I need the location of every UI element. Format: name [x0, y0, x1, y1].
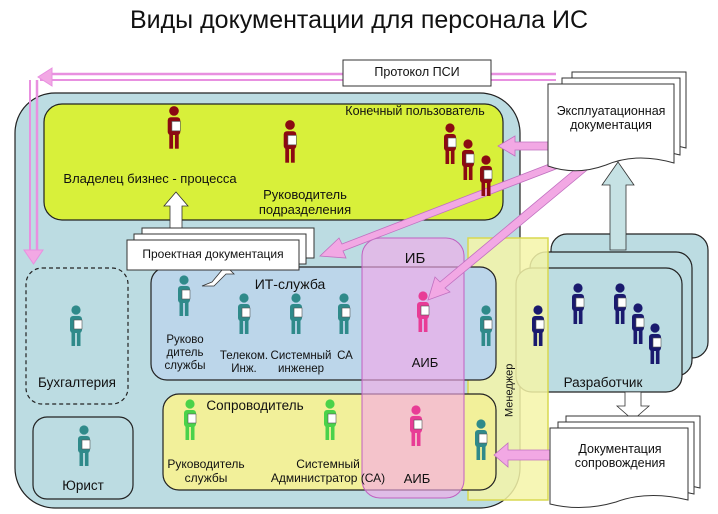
maint-head-line2: службы	[184, 470, 228, 485]
it-head-line2: дитель	[166, 347, 204, 360]
maint-head-line1: Руководитель	[167, 457, 245, 471]
dept-head-label: Руководитель подразделения	[240, 187, 370, 218]
operational-doc-line2: документация	[570, 118, 652, 133]
operational-doc-line1: Эксплуатационная	[556, 104, 666, 118]
sys-engineer-label: Системный инженер	[264, 350, 338, 376]
psi-protocol-label: Протокол ПСИ	[374, 65, 460, 79]
sys-admin-line2: Администратор (СА)	[270, 470, 386, 485]
dept-head-line1: Руководитель	[263, 187, 347, 202]
end-user-panel	[43, 103, 504, 221]
sys-admin-line1: Системный	[296, 457, 360, 471]
sa-label: СА	[337, 350, 353, 362]
design-doc-label: Проектная документация	[142, 247, 284, 261]
design-to-it-arrow	[201, 269, 235, 287]
psi-protocol-box	[342, 59, 492, 87]
manager-label: Менеджер	[503, 363, 516, 418]
ops-to-enduser-arrow	[497, 135, 551, 157]
operational-doc-label: Эксплуатационная документация	[550, 104, 672, 133]
sys-engineer-line1: Системный	[270, 350, 332, 362]
maintenance-doc-shape	[549, 415, 701, 509]
maintenance-doc-label: Документация сопровождения	[552, 442, 688, 471]
telecom-line1: Телеком.	[219, 350, 269, 362]
aib-bottom-label: АИБ	[403, 471, 431, 486]
ops-to-aib-arrow	[427, 159, 593, 301]
maint-doc-to-maintainer-arrow	[493, 442, 553, 468]
maintenance-doc-line1: Документация	[578, 442, 662, 456]
design-to-enduser-arrow	[163, 191, 189, 229]
aib-top-label: АИБ	[411, 355, 439, 370]
dev-to-maint-arrow	[615, 391, 651, 421]
maintenance-doc-line2: сопровождения	[574, 456, 666, 471]
it-head-line3: службы	[164, 360, 206, 373]
telecom-label: Телеком. Инж.	[214, 350, 274, 376]
dept-head-line2: подразделения	[258, 201, 352, 217]
end-user-label: Конечный пользователь	[345, 104, 485, 118]
lawyer-label: Юрист	[62, 478, 104, 493]
it-head-label: Руково дитель службы	[156, 334, 214, 374]
it-service-label: ИТ-служба	[254, 276, 326, 292]
maint-head-label: Руководитель службы	[160, 457, 252, 486]
telecom-line2: Инж.	[231, 363, 257, 376]
accounting-label: Бухгалтерия	[38, 375, 116, 390]
process-owner-label: Владелец бизнес - процесса	[63, 171, 237, 186]
dev-to-ops-arrow	[601, 161, 635, 251]
ops-to-it-arrow	[319, 157, 570, 259]
sys-engineer-line2: инженер	[277, 363, 324, 376]
operational-doc-shape	[547, 71, 687, 172]
ib-panel	[361, 237, 465, 499]
it-head-line1: Руково	[166, 334, 204, 346]
design-doc-shape	[126, 227, 315, 271]
maintainer-label: Сопроводитель	[206, 398, 304, 413]
developer-label: Разработчик	[563, 375, 643, 390]
page-title: Виды документации для персонала ИС	[129, 6, 589, 34]
ib-label: ИБ	[404, 250, 426, 267]
sys-admin-label: Системный Администратор (СА)	[262, 457, 394, 486]
